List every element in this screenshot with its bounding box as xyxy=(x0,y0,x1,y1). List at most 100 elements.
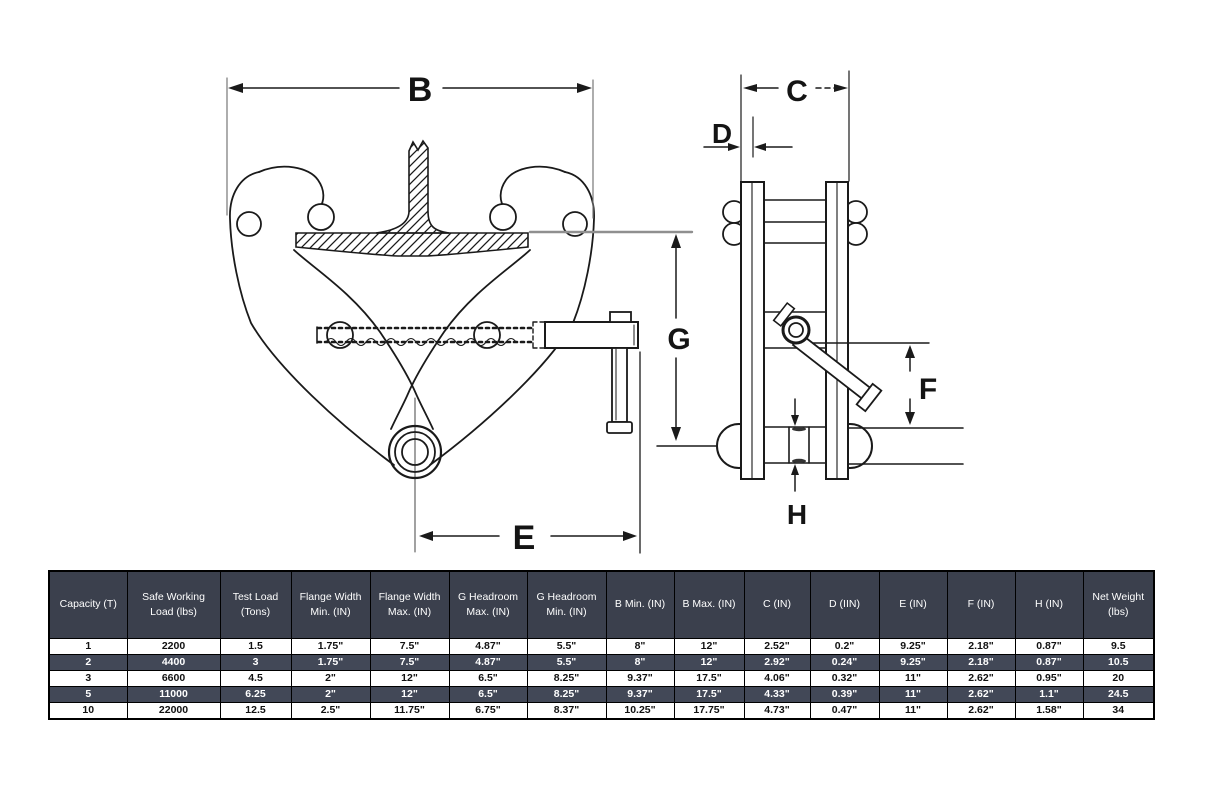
table-cell: 1.1" xyxy=(1014,686,1084,703)
table-cell: 4.87" xyxy=(448,654,528,671)
column-header: F (IN) xyxy=(946,570,1016,639)
table-cell: 3 xyxy=(219,654,292,671)
column-header: B Min. (IN) xyxy=(605,570,675,639)
t-handle xyxy=(544,311,639,434)
pin-block xyxy=(788,426,810,464)
table-cell: 8" xyxy=(605,638,675,655)
table-cell: 2.52" xyxy=(743,638,811,655)
table-cell: 20 xyxy=(1082,670,1155,687)
left-grip-dog xyxy=(307,203,335,231)
table-cell: 8.37" xyxy=(526,702,607,720)
beam-web xyxy=(375,139,450,234)
dimension-e xyxy=(419,351,641,554)
cross-members xyxy=(763,199,827,464)
table-cell: 2.92" xyxy=(743,654,811,671)
spec-table: Capacity (T) Safe Working Load (lbs) Tes… xyxy=(48,570,1155,720)
beam-clamp-diagram: B C D E F G H xyxy=(226,70,964,557)
table-cell: 2 xyxy=(48,654,128,671)
table-cell: 12" xyxy=(369,686,450,703)
table-cell: 6.25 xyxy=(219,686,292,703)
table-cell: 1.75" xyxy=(290,654,371,671)
table-cell: 5.5" xyxy=(526,638,607,655)
dimension-h xyxy=(791,398,799,492)
dimension-d xyxy=(703,116,793,158)
column-header: Safe Working Load (lbs) xyxy=(126,570,221,639)
table-cell: 24.5 xyxy=(1082,686,1155,703)
side-plates xyxy=(740,181,849,480)
dim-label-e: E xyxy=(513,519,536,557)
spindle-nut-left xyxy=(326,321,354,349)
table-cell: 8.25" xyxy=(526,670,607,687)
table-cell: 11.75" xyxy=(369,702,450,720)
column-header: H (IN) xyxy=(1014,570,1084,639)
table-cell: 6.5" xyxy=(448,686,528,703)
table-cell: 4.73" xyxy=(743,702,811,720)
t-handle-stem xyxy=(611,347,628,423)
table-cell: 2.62" xyxy=(946,702,1016,720)
table-cell: 9.25" xyxy=(878,638,948,655)
table-cell: 8" xyxy=(605,654,675,671)
table-cell: 4.87" xyxy=(448,638,528,655)
tightening-handle xyxy=(772,301,883,413)
right-jaw-hole xyxy=(562,211,588,237)
column-header: G Headroom Min. (IN) xyxy=(526,570,607,639)
table-cell: 2200 xyxy=(126,638,221,655)
column-header: Test Load (Tons) xyxy=(219,570,292,639)
column-header: Flange Width Min. (IN) xyxy=(290,570,371,639)
front-view xyxy=(226,77,728,554)
beam-section xyxy=(295,139,529,257)
left-jaw-hole xyxy=(236,211,262,237)
table-cell: 11" xyxy=(878,670,948,687)
suspension-eye xyxy=(387,397,443,553)
table-cell: 2" xyxy=(290,670,371,687)
table-cell: 12" xyxy=(369,670,450,687)
table-cell: 5.5" xyxy=(526,654,607,671)
table-cell: 1.75" xyxy=(290,638,371,655)
table-cell: 17.5" xyxy=(673,670,745,687)
table-cell: 4.33" xyxy=(743,686,811,703)
column-header: B Max. (IN) xyxy=(673,570,745,639)
table-cell: 2" xyxy=(290,686,371,703)
table-cell: 0.95" xyxy=(1014,670,1084,687)
table-cell: 0.47" xyxy=(809,702,880,720)
table-cell: 0.32" xyxy=(809,670,880,687)
table-cell: 10.5 xyxy=(1082,654,1155,671)
table-cell: 10 xyxy=(48,702,128,720)
table-cell: 6.5" xyxy=(448,670,528,687)
dim-label-f: F xyxy=(919,373,937,406)
table-cell: 2.62" xyxy=(946,670,1016,687)
table-cell: 6.75" xyxy=(448,702,528,720)
table-cell: 3 xyxy=(48,670,128,687)
column-header: G Headroom Max. (IN) xyxy=(448,570,528,639)
left-jaw xyxy=(229,165,434,466)
table-cell: 12" xyxy=(673,654,745,671)
table-cell: 5 xyxy=(48,686,128,703)
table-cell: 7.5" xyxy=(369,654,450,671)
column-header: E (IN) xyxy=(878,570,948,639)
beam-flange xyxy=(295,232,529,257)
table-cell: 11000 xyxy=(126,686,221,703)
table-cell: 2.5" xyxy=(290,702,371,720)
table-cell: 4400 xyxy=(126,654,221,671)
table-cell: 6600 xyxy=(126,670,221,687)
header-row: Capacity (T) Safe Working Load (lbs) Tes… xyxy=(48,570,1155,639)
table-cell: 7.5" xyxy=(369,638,450,655)
spec-table-header: Capacity (T) Safe Working Load (lbs) Tes… xyxy=(48,570,1155,639)
table-cell: 10.25" xyxy=(605,702,675,720)
dim-label-c: C xyxy=(786,75,808,108)
table-cell: 34 xyxy=(1082,702,1155,720)
dim-label-h: H xyxy=(787,499,807,530)
t-handle-cap xyxy=(606,421,633,434)
table-cell: 4.06" xyxy=(743,670,811,687)
table-cell: 1.5 xyxy=(219,638,292,655)
table-cell: 11" xyxy=(878,686,948,703)
table-cell: 9.37" xyxy=(605,670,675,687)
dim-label-d: D xyxy=(712,118,732,149)
table-cell: 0.2" xyxy=(809,638,880,655)
